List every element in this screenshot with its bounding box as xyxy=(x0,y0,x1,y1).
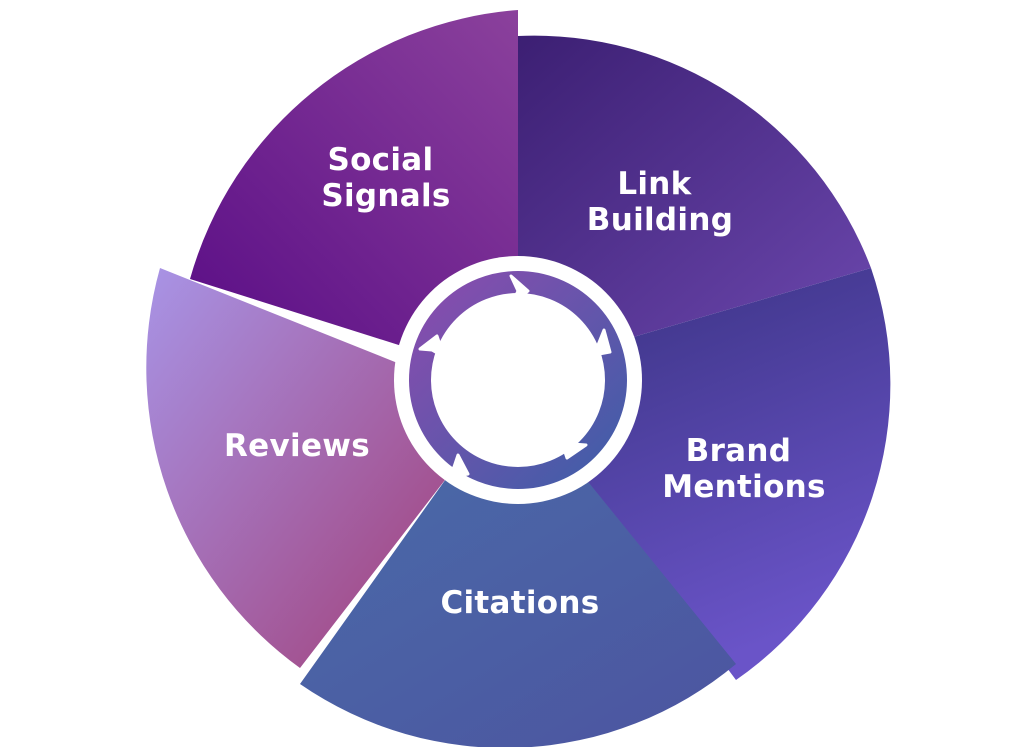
segment-link-building xyxy=(518,35,871,338)
segment-social-signals xyxy=(190,10,518,347)
label-reviews: Reviews xyxy=(224,428,370,464)
label-brand-mentions: Brand Mentions xyxy=(662,433,826,505)
label-social-signals: Social Signals xyxy=(321,142,450,214)
label-link-building: Link Building xyxy=(587,166,733,238)
center-hole xyxy=(434,296,602,464)
label-citations: Citations xyxy=(440,585,599,621)
cycle-arrows-icon xyxy=(418,274,612,480)
segment-reviews xyxy=(146,268,448,668)
segment-citations xyxy=(300,476,736,747)
